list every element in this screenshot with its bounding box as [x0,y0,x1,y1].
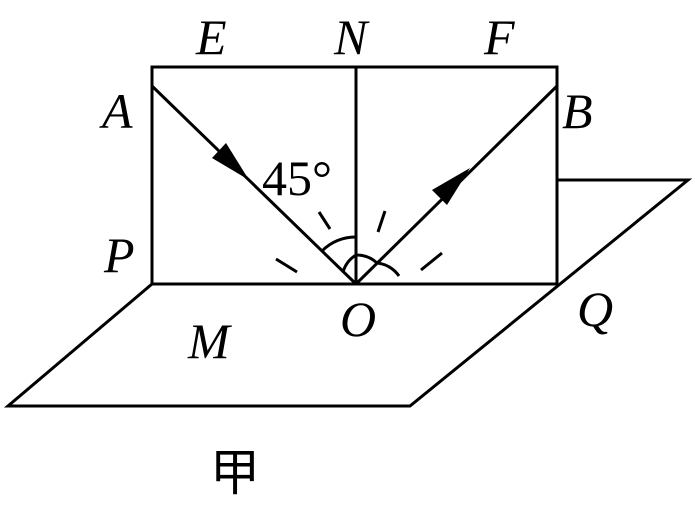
label-M: M [187,313,232,369]
incident-arrowhead [212,143,249,180]
tick-mark-left-high [317,211,332,230]
label-O: O [340,291,376,347]
label-B: B [562,83,593,139]
incidence-angle-arc [320,235,357,253]
tick-mark-right-high [376,210,387,233]
tick-mark-right-low [420,251,443,272]
reflection-angle-arc [341,253,379,273]
reflected-arrowhead [432,168,470,205]
label-Q: Q [577,281,613,337]
figure-caption: 甲 [210,444,260,502]
mirror-plane-outline [3,178,693,408]
label-N: N [333,9,370,65]
reflection-angle-arc-right [376,261,401,277]
label-E: E [195,9,227,65]
angle-label: 45° [262,150,332,206]
label-A: A [99,83,133,139]
label-F: F [483,9,515,65]
tick-mark-left-low [275,257,298,274]
label-P: P [103,227,135,283]
